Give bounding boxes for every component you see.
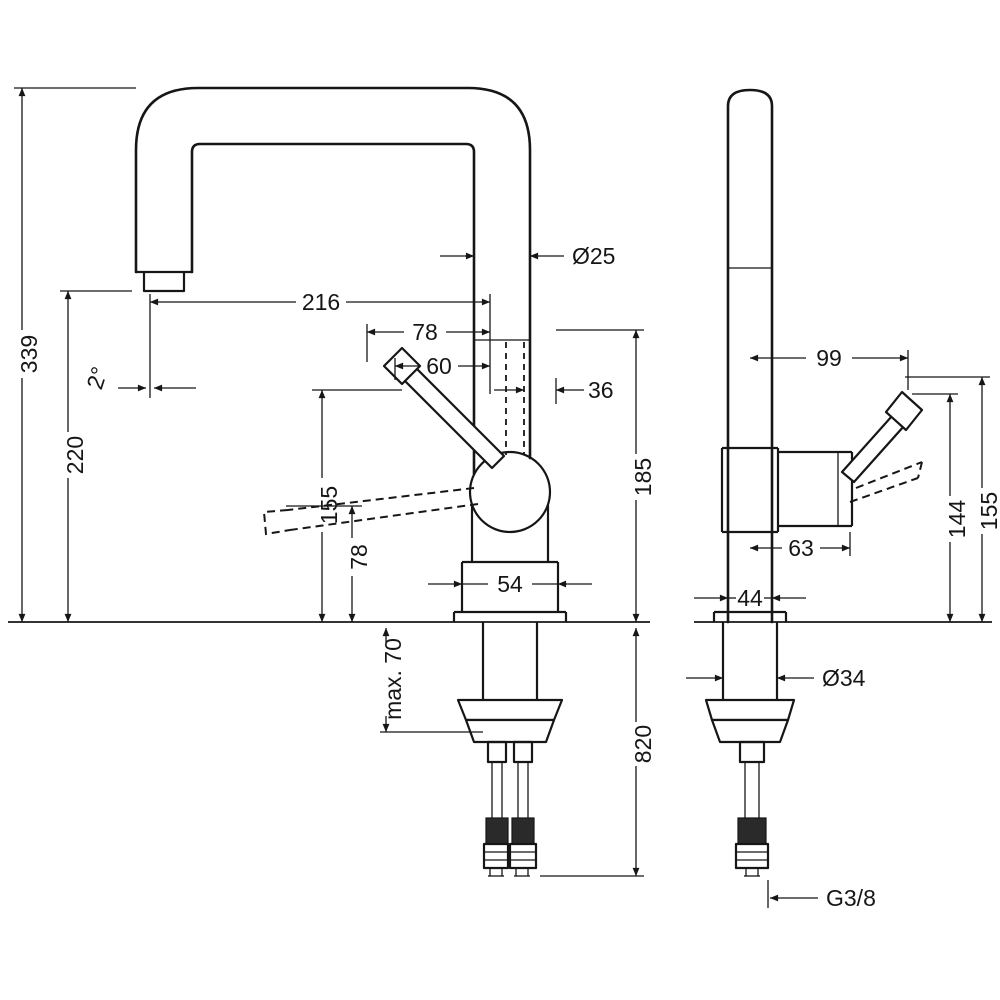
dim-63: 63 [788,535,814,561]
handle-lever-side [840,390,924,484]
side-view [704,88,924,877]
base-flange-side [712,610,788,622]
dim-hose-length: 820 [630,725,656,763]
dim-base-width: 54 [497,571,523,597]
dim-outlet-angle: 2° [81,364,113,393]
column-outline [712,88,788,624]
cartridge-hidden-lines [505,342,525,455]
dim-155-side: 155 [976,492,1000,530]
dim-handle-reach: 99 [816,345,842,371]
dim-36: 36 [588,377,614,403]
mounting-shank-side [704,622,796,744]
dimensions-side: 99 144 155 63 44 Ø34 G3/8 [686,345,1000,911]
washer-side [704,698,796,722]
dim-body-height: 185 [630,458,656,496]
mounting-nut [464,718,556,744]
dim-total-height: 339 [16,335,42,373]
dim-connection-thread: G3/8 [826,885,876,911]
handle-knob-side [884,390,924,432]
dim-max-counter-thickness: max. 70 [380,638,406,720]
supply-hoses [482,740,538,877]
dim-shank-diameter: Ø34 [822,665,866,691]
mounting-nut-side [710,718,790,744]
hose-connector-side [737,817,767,845]
dimensions-front: 339 220 2° 216 78 60 36 Ø25 [14,87,656,877]
dim-base-depth: 44 [737,585,763,611]
dim-78-horizontal: 78 [412,319,438,345]
dim-outlet-height: 220 [62,436,88,474]
washer [456,698,564,722]
dim-78-vertical: 78 [346,544,372,570]
handle-joint [468,450,552,534]
handle-lever-side-dashed [849,461,923,503]
supply-hose-side [734,740,770,877]
dim-spout-reach: 216 [302,289,340,315]
spout-outline [134,86,532,476]
front-view [134,86,568,877]
hose-connector [511,817,535,845]
dim-handle-height: 155 [316,486,342,524]
dim-spout-diameter: Ø25 [572,243,615,269]
mounting-shank [456,622,564,744]
handle-boss [778,450,854,528]
dim-60: 60 [426,353,452,379]
handle-lever [382,346,506,470]
mixer-body [452,450,568,622]
handle-lever-dashed [262,487,479,536]
hose-connector [485,817,509,845]
aerator [142,272,186,293]
dim-144: 144 [944,500,970,539]
